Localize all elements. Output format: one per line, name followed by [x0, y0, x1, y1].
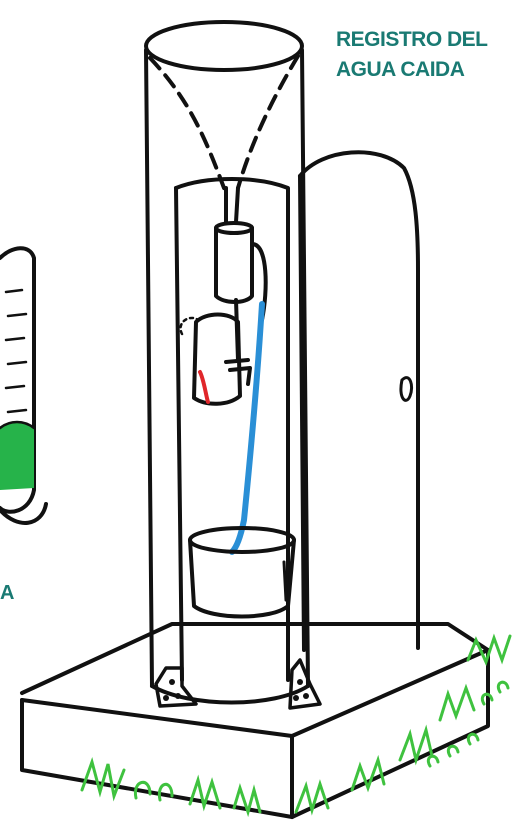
- diagram-title-line1: REGISTRO DEL: [336, 28, 488, 52]
- housing-latch: [401, 378, 412, 401]
- pen-drum: [181, 315, 250, 404]
- green-water: [0, 422, 34, 490]
- funnel-spout: [226, 188, 238, 222]
- diagram-title-line2: AGUA CAIDA: [336, 58, 464, 82]
- measuring-cylinder: [0, 248, 46, 523]
- red-pen-trace: [200, 372, 208, 402]
- side-label: A: [0, 582, 14, 605]
- collecting-bucket: [190, 528, 294, 617]
- funnel: [150, 56, 298, 188]
- drum-housing: [300, 152, 418, 650]
- collector-rim: [146, 22, 302, 70]
